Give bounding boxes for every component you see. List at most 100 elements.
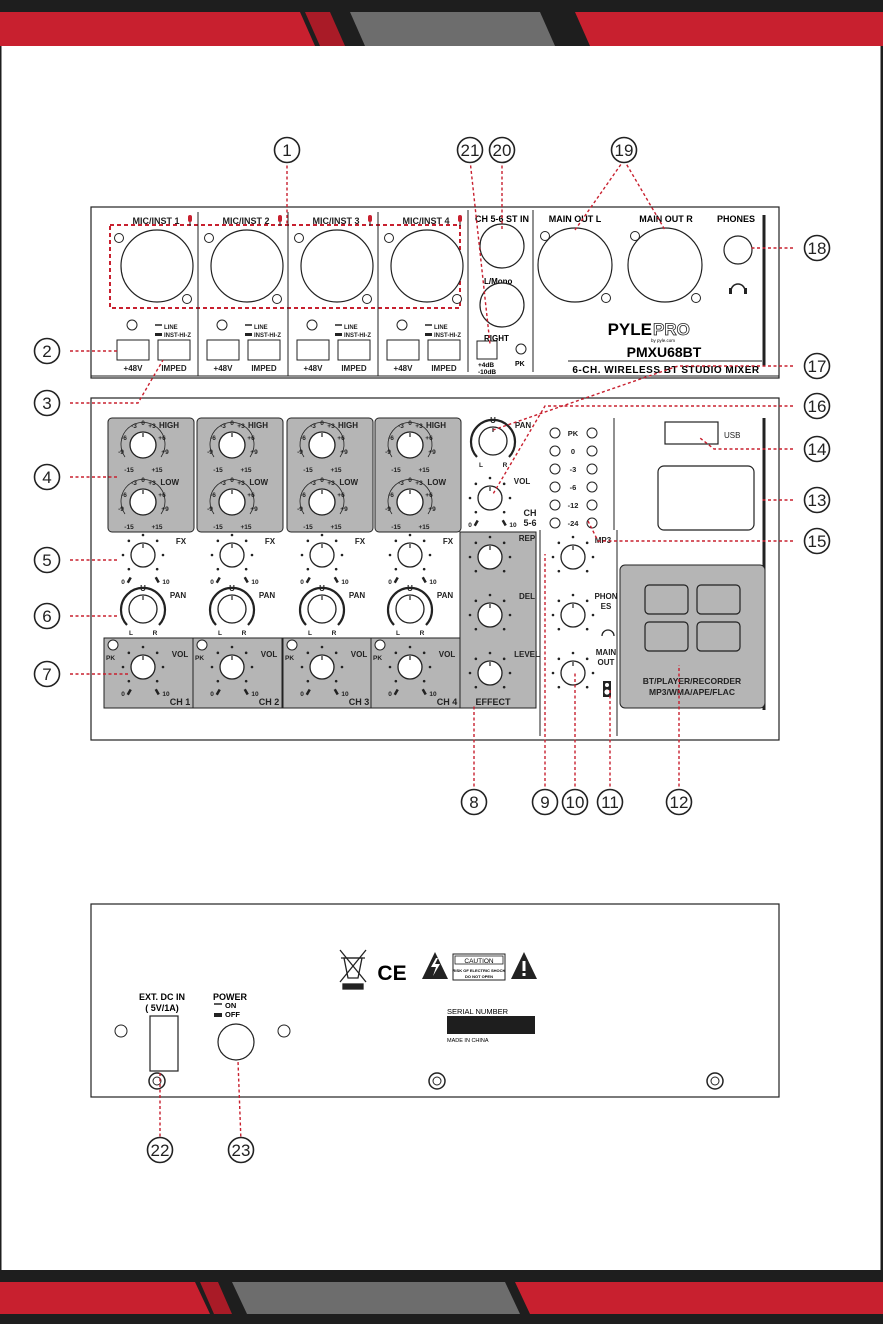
callout-circle (33, 546, 61, 574)
effect-knob-rep[interactable] (477, 544, 503, 570)
high-eq-knob[interactable] (308, 431, 336, 459)
channel-name: CH 4 (437, 697, 458, 707)
high-eq-knob[interactable] (129, 431, 157, 459)
eq-band-label: LOW (427, 478, 446, 487)
pan-knob[interactable] (217, 594, 247, 624)
eq-tick: -6 (388, 492, 394, 499)
callout-number: 8 (469, 793, 478, 812)
callout-20: 20 (488, 136, 516, 164)
callout-4: 4 (33, 463, 61, 491)
fx-label: FX (443, 537, 454, 546)
xlr-combo-jack[interactable] (300, 229, 374, 303)
volume-knob[interactable] (219, 654, 245, 680)
usb-port[interactable] (664, 421, 719, 445)
main-out-label: MAIN (596, 648, 617, 657)
level-switch[interactable] (476, 340, 498, 360)
eq-band-label: LOW (249, 478, 268, 487)
pan-knob[interactable] (128, 594, 158, 624)
imped-switch[interactable] (247, 339, 281, 361)
phones-jack[interactable] (723, 235, 753, 265)
low-eq-knob[interactable] (129, 488, 157, 516)
eq-tick: -15 (303, 524, 313, 531)
fx-send-knob[interactable] (309, 542, 335, 568)
main-out-l-jack[interactable] (537, 227, 613, 303)
play-button[interactable] (644, 584, 689, 615)
stop-button[interactable] (696, 584, 741, 615)
plus48v-label: +48V (124, 364, 144, 373)
imped-switch[interactable] (337, 339, 371, 361)
low-eq-knob[interactable] (218, 488, 246, 516)
callout-number: 2 (42, 342, 51, 361)
callout-circle (803, 234, 831, 262)
phantom-48v-switch[interactable] (296, 339, 330, 361)
eq-tick: -9 (207, 506, 213, 513)
callout-number: 17 (808, 357, 827, 376)
meter-level-label: -3 (570, 465, 577, 474)
callout-21: 21 (456, 136, 484, 164)
next-button[interactable] (696, 621, 741, 652)
power-off-label: OFF (225, 1010, 240, 1019)
high-eq-knob[interactable] (218, 431, 246, 459)
phantom-48v-switch[interactable] (116, 339, 150, 361)
phantom-48v-switch[interactable] (386, 339, 420, 361)
effect-param-label: REP (519, 534, 536, 543)
callout-23: 23 (227, 1136, 255, 1164)
power-switch[interactable] (217, 1023, 255, 1061)
ch56-vol-knob[interactable] (477, 485, 503, 511)
fx-send-knob[interactable] (130, 542, 156, 568)
phantom-48v-switch[interactable] (206, 339, 240, 361)
microphone-icon (188, 215, 192, 222)
imped-switch[interactable] (427, 339, 461, 361)
scale-min-label: 0 (210, 579, 214, 586)
pan-knob[interactable] (307, 594, 337, 624)
low-eq-knob[interactable] (308, 488, 336, 516)
low-eq-knob[interactable] (396, 488, 424, 516)
effect-knob-level[interactable] (477, 660, 503, 686)
eq-tick: -6 (300, 435, 306, 442)
eq-tick: +15 (240, 524, 251, 531)
volume-knob[interactable] (309, 654, 335, 680)
callout-number: 1 (282, 141, 291, 160)
effect-param-label: LEVEL (514, 650, 540, 659)
inst-hiz-label: INST-HI-Z (254, 333, 281, 339)
volume-knob[interactable] (397, 654, 423, 680)
ch56-left-jack[interactable] (479, 223, 525, 269)
lcd-display (657, 465, 755, 531)
callout-number: 21 (461, 141, 480, 160)
main-out-r-jack[interactable] (627, 227, 703, 303)
pk-label: PK (373, 655, 382, 662)
effect-knob-del[interactable] (477, 602, 503, 628)
meter-led-right (586, 463, 598, 475)
eq-tick: +9 (428, 506, 436, 513)
mp3-level-knob[interactable] (560, 544, 586, 570)
callout-number: 3 (42, 394, 51, 413)
imped-switch[interactable] (157, 339, 191, 361)
phantom-led (126, 319, 138, 331)
phantom-led (396, 319, 408, 331)
ch56-right-jack[interactable] (479, 282, 525, 328)
fx-send-knob[interactable] (219, 542, 245, 568)
phones-level-knob[interactable] (560, 602, 586, 628)
prev-button[interactable] (644, 621, 689, 652)
ch56-pan-knob[interactable] (478, 426, 508, 456)
xlr-combo-jack[interactable] (120, 229, 194, 303)
plus48v-label: +48V (394, 364, 414, 373)
xlr-combo-jack[interactable] (390, 229, 464, 303)
high-eq-knob[interactable] (396, 431, 424, 459)
callout-leaders (70, 159, 793, 1143)
pan-right-label: R (332, 630, 337, 637)
callout-5: 5 (33, 546, 61, 574)
xlr-combo-jack[interactable] (210, 229, 284, 303)
main-out-level-knob[interactable] (560, 660, 586, 686)
eq-tick: -15 (124, 524, 134, 531)
pan-knob[interactable] (395, 594, 425, 624)
volume-knob[interactable] (130, 654, 156, 680)
inst-hiz-label: INST-HI-Z (434, 333, 461, 339)
eq-tick: -3 (220, 423, 226, 430)
fx-send-knob[interactable] (397, 542, 423, 568)
eq-tick: -9 (385, 506, 391, 513)
dc-input-jack[interactable] (149, 1015, 179, 1072)
